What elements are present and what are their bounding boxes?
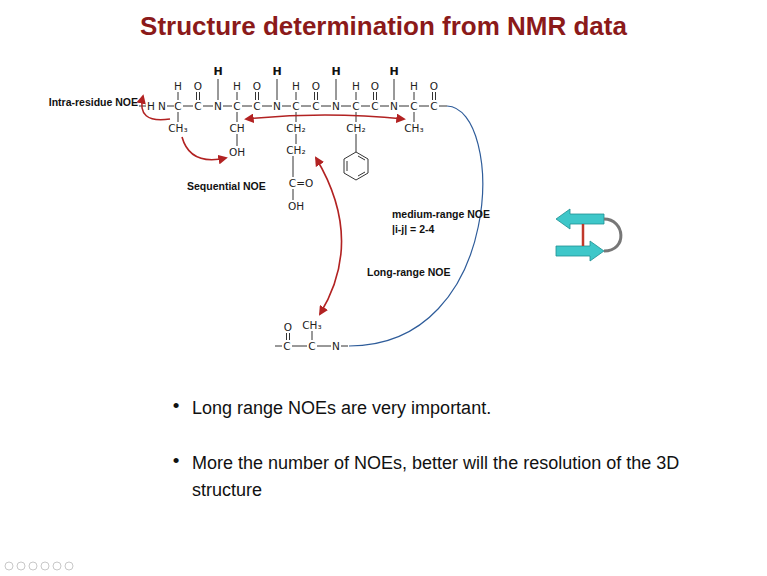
atom-symbol: N (273, 100, 281, 112)
atom-symbol: CH₂ (346, 122, 365, 134)
atom-symbol: CH (229, 122, 244, 134)
atom-symbol: C (308, 340, 315, 352)
atom-symbol: C (352, 100, 359, 112)
atom-symbol: N (332, 340, 340, 352)
atom-symbol: H (233, 80, 241, 92)
noe-label: |i-j| = 2-4 (392, 223, 434, 235)
beta-hairpin (556, 209, 621, 261)
bullet-mark: • (173, 450, 180, 472)
atom-symbol: O (284, 321, 292, 333)
atom-symbol: H (331, 66, 340, 79)
atom-symbol: N (390, 100, 398, 112)
noe-label: Long-range NOE (367, 266, 450, 278)
atom-symbol: H (272, 66, 281, 79)
chain-link-curve (349, 106, 483, 346)
atom-symbol: C=O (289, 177, 313, 189)
nav-icons (5, 562, 73, 570)
atom-symbol: O (253, 80, 261, 92)
bullet-text: Long range NOEs are very important. (192, 395, 732, 422)
atom-symbol: N (158, 100, 166, 112)
atom-symbol: H (292, 80, 300, 92)
atom-symbol: H (410, 80, 418, 92)
atom-symbol: C (283, 340, 290, 352)
atom-symbol: H (213, 66, 222, 79)
atom-symbol: CH₂ (286, 122, 305, 134)
atom-symbol: OH (229, 146, 245, 158)
atom-symbol: H (174, 80, 182, 92)
atom-symbol: C (233, 100, 240, 112)
atom-symbol: C (194, 100, 201, 112)
atom-symbol: C (430, 100, 437, 112)
atom-symbol: CH₃ (404, 122, 423, 134)
atom-symbol: N (332, 100, 340, 112)
atom-symbol: C (312, 100, 319, 112)
atom-symbol: C (410, 100, 417, 112)
noe-arrows (142, 96, 404, 314)
atom-symbol: CH₃ (168, 122, 187, 134)
atom-symbol: O (371, 80, 379, 92)
atom-symbol: H (389, 66, 398, 79)
atom-symbol: O (312, 80, 320, 92)
atom-symbol: N (214, 100, 222, 112)
bullet-mark: • (173, 395, 180, 417)
atom-symbol: O (194, 80, 202, 92)
atom-symbol: C (253, 100, 260, 112)
noe-label: Intra-residue NOE (49, 96, 138, 108)
atom-symbol: C (174, 100, 181, 112)
atom-symbol: C (371, 100, 378, 112)
noe-label: Sequential NOE (187, 180, 266, 192)
atom-symbol: H (147, 100, 155, 112)
noe-label: medium-range NOE (392, 208, 490, 220)
slide-title: Structure determination from NMR data (0, 12, 767, 42)
atom-symbol: H (352, 80, 360, 92)
atom-symbol: CH₃ (302, 319, 321, 331)
atom-symbol: C (292, 100, 299, 112)
atom-symbol: OH (288, 200, 304, 212)
atom-symbol: O (430, 80, 438, 92)
bullet-text: More the number of NOEs, better will the… (192, 450, 712, 504)
atom-symbol: CH₂ (286, 144, 305, 156)
